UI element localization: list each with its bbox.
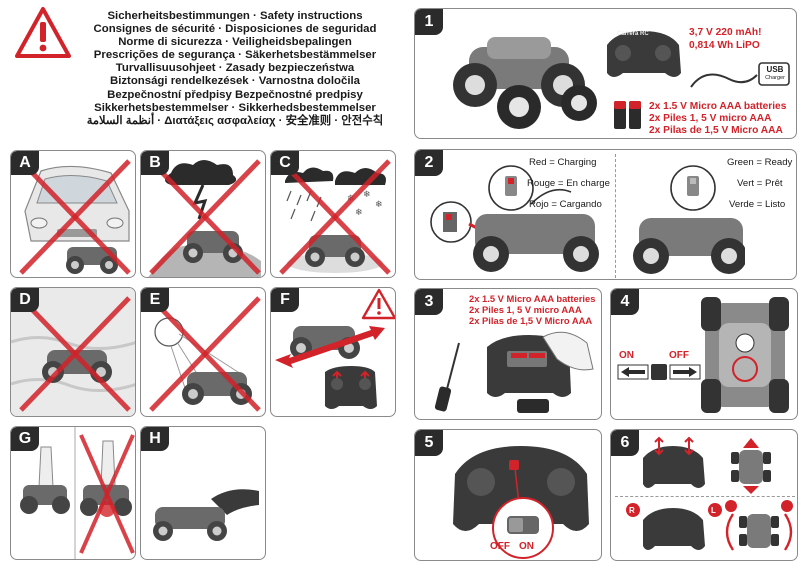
drive-direction-illustration [275,288,395,409]
panel-letter: D [11,288,39,312]
battery-spec-capacity: 3,7 V 220 mAh! [689,27,762,38]
ready-car-illustration [633,165,745,274]
rotate-left-label: L [711,506,716,515]
safety-line: Consignes de sécurité · Disposiciones de… [93,23,377,36]
battery-insert-illustration [434,331,594,413]
rotate-right-label: R [629,506,635,515]
charging-es: Rojo = Cargando [529,199,602,210]
forward-backward-illustration [643,436,771,494]
remote-off-label: OFF [490,541,510,552]
step-2-charging: 2 Red = Charging Rouge = En charge Rojo … [414,149,797,280]
safety-line: Sikkerhetsbestemmelser · Sikkerhedsbeste… [94,101,376,114]
step-number: 2 [415,150,443,176]
remote-control-icon [453,446,589,559]
rc-car-icon [305,235,365,267]
aaa-spec-en: 2x 1.5 V Micro AAA batteries [469,293,596,304]
ready-fr: Vert = Prêt [737,178,783,189]
sun-illustration [149,296,261,412]
charging-fr: Rouge = En charge [527,178,610,189]
charging-car-illustration [430,165,599,272]
panel-f-direction: F [270,287,396,417]
svg-text:❄: ❄ [355,207,363,217]
storm-illustration [148,159,261,277]
ready-es: Verde = Listo [729,199,786,210]
aaa-spec-es: 2x Pilas de 1,5 V Micro AAA [469,315,593,326]
remote-on-label: ON [519,541,534,552]
step-4-power-switch: 4 ON OFF [610,288,798,420]
step-number: 5 [415,430,443,456]
aaa-spec-en: 2x 1.5 V Micro AAA batteries [649,101,787,112]
remote-control-icon [487,335,571,397]
divider [615,154,616,278]
warning-triangle-icon [361,288,395,320]
rc-car-illustration [453,37,597,129]
aaa-spec-fr: 2x Piles 1, 5 V micro AAA [469,304,582,315]
panel-letter: G [11,427,39,451]
safety-line: Biztonsági rendelkezések · Varnostna dol… [109,75,361,88]
safety-line: Prescrições de segurança · Säkerhetsbest… [93,49,377,62]
battery-spec-energy: 0,814 Wh LiPO [689,40,760,51]
safety-line: Bezpečnostní předpisy Bezpečnostné predp… [107,88,363,101]
step-3-insert-batteries: 3 2x 1.5 V Micro AAA batteries 2x Piles … [414,288,602,420]
panel-d-no-water: D [10,287,136,417]
ready-en: Green = Ready [727,157,793,168]
step-number: 1 [415,9,443,35]
rc-car-icon [66,247,118,274]
panel-letter: F [271,288,299,312]
panel-letter: E [141,288,169,312]
rc-car-icon [20,485,70,514]
left-right-illustration [626,500,793,551]
step-number: 4 [611,289,639,315]
switch-off-label: OFF [669,350,689,361]
step-6-controls: 6 R L [610,429,798,561]
usb-label-box: USB Charger [761,66,789,82]
remote-control-icon [325,366,377,409]
divider [615,496,795,497]
rc-car-icon [153,507,227,541]
car-underside-illustration [701,297,789,413]
step-1-contents: 1 Carrera RC 3,7 V 220 mAh! 0,814 Wh LiP… [414,8,797,139]
safety-line: أنظمة السلامة · Διατάξεις ασφαλείαχ · 安全… [86,114,384,127]
panel-a-no-road: A [10,150,136,278]
svg-text:❄: ❄ [363,189,371,199]
fingers-wheels-illustration [20,427,135,559]
panel-b-no-thunderstorm: B [140,150,266,278]
rc-car-icon [182,372,252,405]
aaa-batteries-icon [614,101,641,129]
panel-h-carry: H [140,426,266,560]
aaa-spec-es: 2x Pilas de 1,5 V Micro AAA [649,125,783,136]
step-5-remote-switch: 5 OFF ON [414,429,602,561]
switch-on-label: ON [619,350,634,361]
panel-letter: A [11,151,39,175]
remote-control-icon [607,31,681,77]
usb-label: USB [766,65,784,74]
screwdriver-icon [434,342,460,412]
panel-letter: B [141,151,169,175]
aaa-spec-fr: 2x Piles 1, 5 V micro AAA [649,113,772,124]
usb-sub-label: Charger [765,75,785,81]
charging-en: Red = Charging [529,157,597,168]
safety-line: Norme di sicurezza · Veiligheidsbepaling… [118,36,352,49]
switch-arrows-icon [617,364,701,380]
panel-e-no-heat: E [140,287,266,417]
panel-letter: C [271,151,299,175]
warning-triangle-icon [14,6,72,60]
panel-c-no-rain-snow: C ❄❄❄❄ [270,150,396,278]
safety-line: Sicherheitsbestimmungen · Safety instruc… [107,10,363,22]
carry-car-illustration [153,489,259,541]
svg-text:❄: ❄ [375,199,383,209]
rain-snow-illustration: ❄❄❄❄ [279,159,391,275]
safety-line: Turvallisuusohjeet · Zasady bezpieczeńst… [115,62,355,75]
remote-brand: Carrera RC [617,31,649,37]
usb-charger-icon [690,62,790,88]
panel-g-no-fingers: G [10,426,136,560]
panel-letter: H [141,427,169,451]
step-number: 3 [415,289,443,315]
step-number: 6 [611,430,639,456]
safety-instructions-title: Sicherheitsbestimmungen · Safety instruc… [76,10,394,128]
car-illustration [19,159,131,275]
